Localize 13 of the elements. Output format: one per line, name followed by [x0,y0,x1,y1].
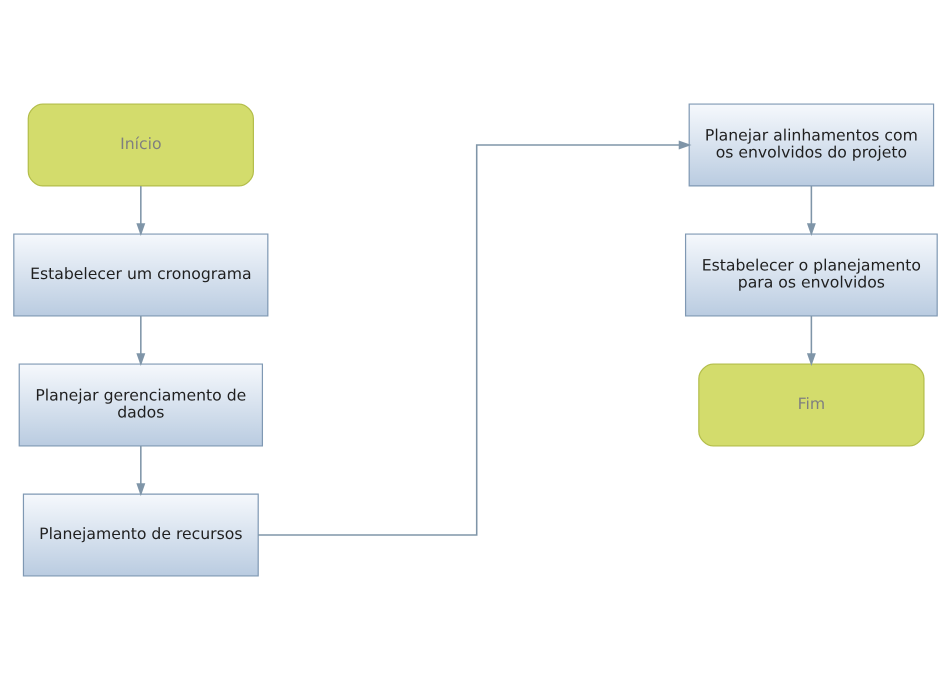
arrow [806,316,816,366]
node-box: Início [27,103,254,186]
node-box: Planejar gerenciamento de dados [18,363,263,447]
arrow [136,186,145,236]
arrow [806,186,816,236]
arrow [136,446,145,496]
node-box: Estabelecer o planejamento para os envolvidos [684,233,938,317]
node-box: Estabelecer um cronograma [12,233,268,317]
node-box: Fim [698,363,924,447]
arrow [136,316,145,366]
node-box: Planejamento de recursos [22,494,258,577]
arrow [258,140,691,536]
node-box: Planejar alinhamentos com os envolvidos do projeto [688,103,934,186]
